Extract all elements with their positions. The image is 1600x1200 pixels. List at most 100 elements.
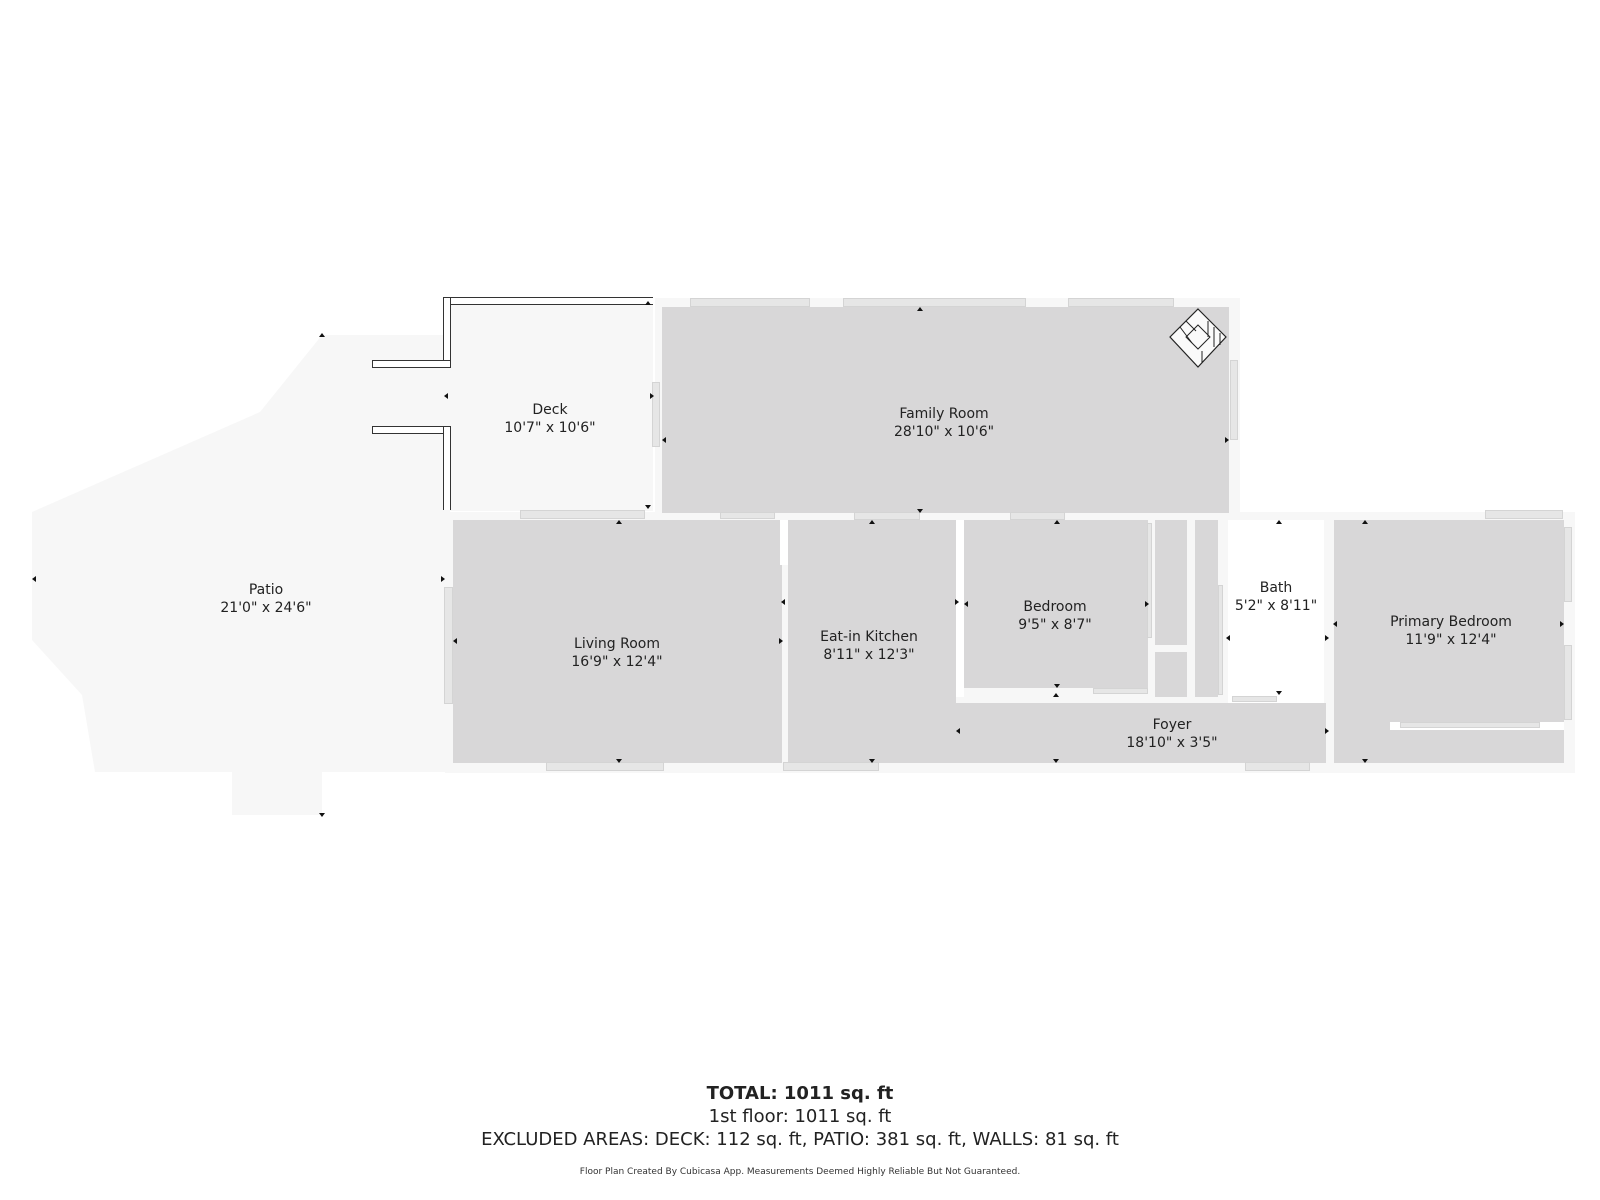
fireplace-icon (1169, 308, 1227, 368)
deck-rail-lower-stub (372, 426, 451, 434)
floor-plan: Patio 21'0" x 24'6" Deck 10'7" x 10'6" F… (32, 297, 1572, 817)
room-dimensions: 28'10" x 10'6" (893, 424, 995, 440)
room-dimensions: 8'11" x 12'3" (823, 647, 915, 663)
marker-icon (1145, 601, 1149, 607)
window (1093, 688, 1148, 694)
total-area: TOTAL: 1011 sq. ft (706, 1083, 894, 1104)
room-dimensions: 18'10" x 3'5" (1126, 735, 1218, 751)
marker-icon (319, 333, 325, 337)
marker-icon (1053, 759, 1059, 763)
deck-rail-top (443, 297, 653, 305)
room-label-bedroom: Bedroom 9'5" x 8'7" (1018, 598, 1091, 634)
marker-icon (781, 599, 785, 605)
window (854, 512, 920, 520)
room-dimensions: 11'9" x 12'4" (1405, 632, 1497, 648)
closet-1 (1155, 520, 1187, 645)
window (520, 510, 645, 519)
marker-icon (453, 638, 457, 644)
marker-icon (964, 601, 968, 607)
room-dimensions: 5'2" x 8'11" (1234, 598, 1318, 614)
window (1147, 523, 1152, 638)
marker-icon (1560, 621, 1564, 627)
window (1010, 512, 1065, 520)
marker-icon (645, 301, 651, 305)
living-room (453, 520, 782, 763)
window (1245, 762, 1310, 771)
marker-icon (917, 307, 923, 311)
room-label-family-room: Family Room 28'10" x 10'6" (894, 405, 994, 441)
marker-icon (1362, 759, 1368, 763)
window (546, 762, 664, 771)
room-dimensions: 9'5" x 8'7" (1018, 617, 1092, 633)
window (1068, 298, 1174, 307)
marker-icon (869, 759, 875, 763)
room-name: Family Room (899, 406, 989, 422)
room-label-deck: Deck 10'7" x 10'6" (504, 401, 595, 437)
excluded-areas: EXCLUDED AREAS: DECK: 112 sq. ft, PATIO:… (481, 1129, 1119, 1150)
marker-icon (1362, 520, 1368, 524)
window (843, 298, 1026, 307)
window (720, 512, 775, 519)
marker-icon (1276, 520, 1282, 524)
bedroom (964, 520, 1148, 688)
room-dimensions: 21'0" x 24'6" (220, 600, 312, 616)
room-name: Patio (248, 582, 284, 598)
window (690, 298, 810, 307)
room-name: Primary Bedroom (1390, 614, 1512, 630)
window (1400, 722, 1540, 728)
marker-icon (616, 759, 622, 763)
marker-icon (441, 576, 445, 582)
bath (1228, 520, 1324, 703)
marker-icon (1325, 728, 1329, 734)
marker-icon (1054, 684, 1060, 688)
closet-2 (1155, 652, 1187, 697)
window (1232, 696, 1277, 702)
marker-icon (1054, 520, 1060, 524)
credit-note: Floor Plan Created By Cubicasa App. Meas… (579, 1167, 1021, 1177)
marker-icon (955, 599, 959, 605)
window (1230, 360, 1238, 440)
floor-area: 1st floor: 1011 sq. ft (708, 1106, 892, 1127)
marker-icon (1225, 437, 1229, 443)
marker-icon (956, 728, 960, 734)
room-dimensions: 10'7" x 10'6" (504, 420, 596, 436)
room-name: Bath (1259, 580, 1293, 596)
marker-icon (32, 576, 36, 582)
marker-icon (1333, 621, 1337, 627)
room-name: Bedroom (1023, 599, 1087, 615)
marker-icon (917, 509, 923, 513)
deck-rail-lower-left (443, 426, 451, 510)
eat-in-kitchen (788, 520, 956, 763)
room-name: Deck (532, 402, 568, 418)
kitchen-bedroom-wall (956, 520, 964, 697)
deck-rail-upper-stub (372, 360, 451, 368)
living-kitchen-wall-stub (780, 520, 788, 565)
room-name: Living Room (574, 636, 660, 652)
marker-icon (616, 520, 622, 524)
window (1564, 645, 1572, 720)
marker-icon (319, 813, 325, 817)
room-name: Eat-in Kitchen (820, 629, 918, 645)
window (1564, 527, 1572, 602)
room-label-eat-in-kitchen: Eat-in Kitchen 8'11" x 12'3" (820, 628, 918, 664)
marker-icon (1325, 635, 1329, 641)
room-label-foyer: Foyer 18'10" x 3'5" (1126, 716, 1217, 752)
marker-icon (650, 393, 654, 399)
room-name: Foyer (1152, 717, 1192, 733)
room-label-living-room: Living Room 16'9" x 12'4" (571, 635, 662, 671)
marker-icon (779, 638, 783, 644)
family-room (662, 307, 1229, 513)
window (444, 587, 453, 704)
marker-icon (444, 393, 448, 399)
room-dimensions: 16'9" x 12'4" (571, 654, 663, 670)
marker-icon (869, 520, 875, 524)
marker-icon (1226, 635, 1230, 641)
marker-icon (1053, 693, 1059, 697)
foyer (956, 703, 1326, 763)
window (1485, 510, 1563, 519)
window (652, 382, 660, 447)
deck-rail-upper-left (443, 297, 451, 367)
window (1218, 585, 1223, 695)
marker-icon (1276, 691, 1282, 695)
room-label-primary-bedroom: Primary Bedroom 11'9" x 12'4" (1390, 613, 1512, 649)
